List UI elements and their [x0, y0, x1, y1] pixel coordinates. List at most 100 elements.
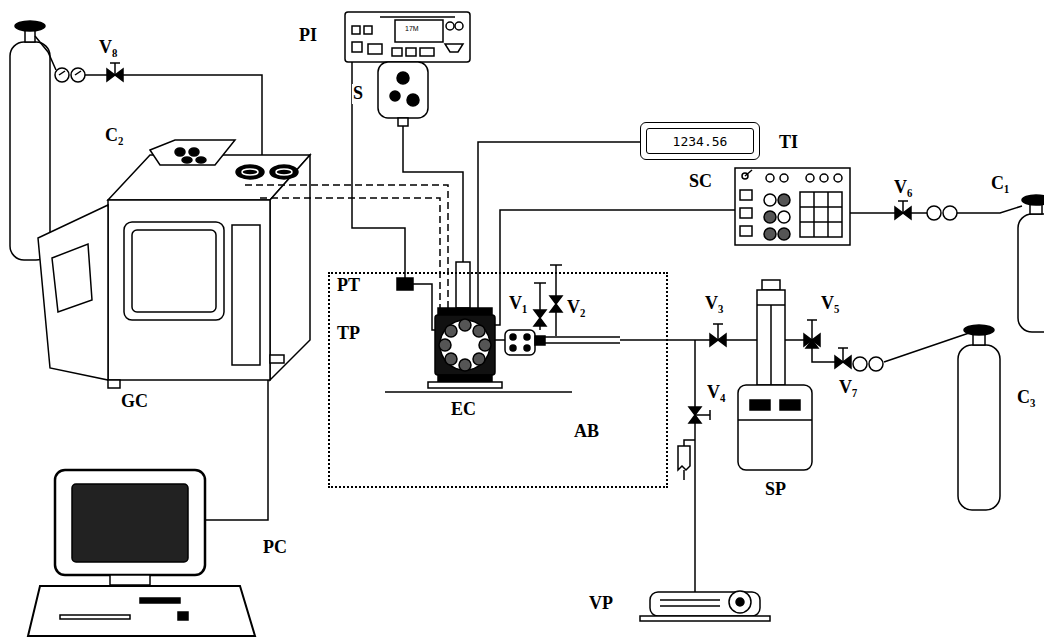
part-label: V₈: [98, 38, 118, 58]
vacuum-pump: [640, 591, 770, 621]
part-label: V₅: [820, 294, 840, 314]
part-outline: [735, 168, 850, 245]
part-label: GC: [120, 392, 149, 412]
part-outline: [413, 284, 435, 330]
part-outline: [456, 262, 470, 308]
part-outline: [827, 192, 829, 237]
part-outline: [459, 319, 471, 331]
part-outline: [439, 339, 451, 351]
part-outline: [717, 324, 719, 340]
part-outline: [853, 357, 867, 371]
part-outline: [364, 26, 372, 34]
computer: [28, 470, 255, 636]
part-outline: [242, 169, 258, 175]
part-outline: [838, 347, 848, 349]
part-outline: [750, 400, 770, 410]
part-outline: [770, 305, 772, 385]
part-outline: [28, 586, 255, 636]
part-outline: [780, 400, 800, 410]
part-outline: [132, 230, 216, 312]
part-outline: [694, 423, 696, 592]
part-outline: [352, 62, 405, 278]
part-outline: [495, 339, 505, 341]
part-outline: [397, 278, 413, 290]
part-outline: [834, 174, 842, 182]
part-outline: [813, 192, 815, 237]
part-outline: [510, 345, 516, 351]
part-outline: [510, 334, 516, 340]
dotted-region: AB: [328, 272, 668, 488]
part-outline: [800, 221, 842, 223]
part-label: V₄: [706, 383, 726, 403]
part-label: PC: [262, 538, 288, 558]
part-outline: [812, 348, 835, 362]
display-text: 17M: [405, 25, 419, 33]
part-outline: [620, 339, 710, 341]
part-outline: [435, 315, 495, 375]
part-outline: [35, 36, 56, 70]
part-outline: [778, 211, 790, 223]
part-outline: [428, 382, 502, 388]
part-outline: [52, 244, 92, 312]
part-outline: [650, 592, 760, 616]
part-outline: [420, 48, 434, 56]
part-outline: [459, 359, 471, 371]
part-label: C₁: [990, 174, 1010, 194]
part-outline: [534, 282, 546, 284]
part-label: V₁: [508, 294, 528, 314]
part-label: EC: [450, 400, 477, 420]
part-outline: [232, 225, 260, 365]
part-outline: [438, 375, 492, 382]
part-outline: [850, 212, 895, 214]
part-outline: [189, 148, 199, 156]
part-outline: [550, 296, 562, 312]
part-outline: [524, 334, 530, 340]
part-outline: [445, 325, 457, 337]
part-outline: [15, 21, 45, 31]
part-outline: [800, 206, 842, 208]
part-outline: [778, 194, 790, 206]
gas-line: [620, 320, 972, 592]
part-label: SP: [764, 480, 787, 500]
part-outline: [479, 339, 491, 351]
part-label: V₃: [704, 294, 724, 314]
part-outline: [478, 142, 640, 308]
part-outline: [757, 290, 785, 385]
part-label: VP: [588, 594, 614, 614]
part-outline: [740, 190, 752, 200]
part-outline: [392, 48, 402, 56]
part-outline: [550, 264, 562, 266]
part-outline: [726, 339, 757, 341]
part-outline: [660, 605, 720, 607]
equilibrium-cell: [385, 262, 620, 392]
part-label: SC: [688, 172, 713, 192]
part-outline: [811, 320, 813, 340]
part-outline: [445, 44, 463, 52]
part-outline: [807, 319, 817, 321]
part-outline: [385, 391, 572, 393]
part-outline: [380, 16, 455, 18]
part-outline: [678, 446, 690, 470]
part-outline: [535, 336, 545, 345]
part-outline: [957, 206, 1022, 213]
part-outline: [738, 419, 812, 421]
part-outline: [806, 340, 818, 348]
part-label: PI: [298, 26, 318, 46]
part-outline: [178, 612, 188, 620]
part-outline: [736, 598, 744, 606]
part-outline: [75, 71, 81, 75]
gas-chromatograph: [38, 140, 310, 520]
part-outline: [660, 599, 720, 601]
instrument-label: TI: [779, 132, 798, 153]
part-outline: [695, 414, 710, 416]
part-outline: [545, 336, 620, 338]
part-outline: [842, 348, 844, 362]
part-outline: [352, 42, 362, 52]
part-outline: [764, 211, 776, 223]
part-outline: [352, 26, 360, 34]
part-outline: [806, 174, 814, 182]
signal-wire: [352, 62, 735, 330]
part-outline: [800, 192, 842, 237]
part-outline: [72, 484, 188, 562]
